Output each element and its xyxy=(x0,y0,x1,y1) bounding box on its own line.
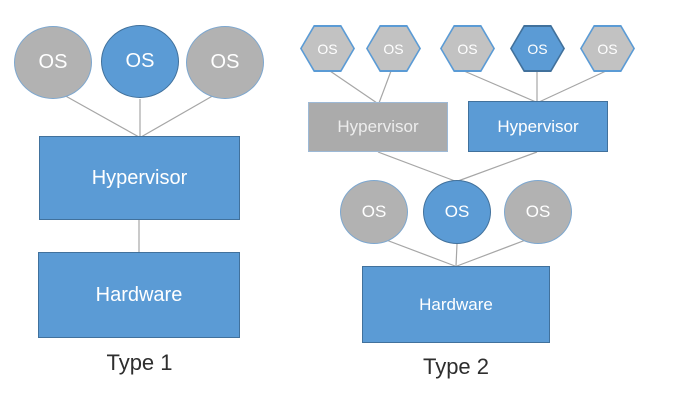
type2-host-os-label-3: OS xyxy=(525,202,551,221)
type2-guest-os-node-5: OS xyxy=(580,25,635,72)
type2-host-os-label-1: OS xyxy=(361,202,387,221)
connector-line xyxy=(538,70,607,103)
connector-line xyxy=(377,151,456,182)
type2-hypervisor-box-1: Hypervisor xyxy=(308,102,448,152)
type2-host-os-label-2: OS xyxy=(444,202,470,221)
connector-line xyxy=(140,93,217,138)
type2-guest-os-node-4: OS xyxy=(510,25,565,72)
connector-line xyxy=(378,70,392,104)
type2-guest-os-label-4: OS xyxy=(527,40,548,57)
type2-guest-os-fill-1: OS xyxy=(301,26,354,71)
type1-hardware-box: Hardware xyxy=(38,252,240,338)
connector-line xyxy=(455,243,458,267)
type1-os-label-2: OS xyxy=(125,50,155,72)
connector-line xyxy=(463,70,537,103)
type2-host-os-node-1: OS xyxy=(340,180,408,244)
type2-host-os-node-3: OS xyxy=(504,180,572,244)
type2-guest-os-fill-4: OS xyxy=(511,26,564,71)
type2-guest-os-label-1: OS xyxy=(317,40,338,57)
type1-os-node-1: OS xyxy=(14,26,92,99)
type1-caption: Type 1 xyxy=(106,350,173,375)
type1-hypervisor-label: Hypervisor xyxy=(91,166,188,189)
type2-hypervisor-label-1: Hypervisor xyxy=(337,117,419,136)
type1-os-node-3: OS xyxy=(186,26,264,99)
type2-host-os-node-2: OS xyxy=(423,180,491,244)
connector-line xyxy=(61,93,140,138)
connector-line xyxy=(457,151,538,182)
type1-os-label-1: OS xyxy=(38,51,68,73)
type1-hardware-label: Hardware xyxy=(95,283,183,306)
type1-os-label-3: OS xyxy=(210,51,240,73)
type2-caption: Type 2 xyxy=(422,354,490,379)
type2-guest-os-label-2: OS xyxy=(383,40,404,57)
type2-hypervisor-label-2: Hypervisor xyxy=(497,116,579,136)
connector-line xyxy=(380,237,456,267)
connector-line xyxy=(329,70,378,104)
type2-guest-os-label-3: OS xyxy=(457,40,478,57)
type1-hypervisor-box: Hypervisor xyxy=(39,136,240,220)
type2-guest-os-fill-5: OS xyxy=(581,26,634,71)
connector-line xyxy=(456,237,532,267)
type2-hardware-label: Hardware xyxy=(419,294,493,314)
type2-guest-os-label-5: OS xyxy=(597,40,618,57)
type1-os-node-2: OS xyxy=(101,25,179,98)
type2-hypervisor-box-2: Hypervisor xyxy=(468,101,608,152)
type2-hardware-box: Hardware xyxy=(362,266,550,343)
type2-guest-os-fill-2: OS xyxy=(367,26,420,71)
type2-guest-os-fill-3: OS xyxy=(441,26,494,71)
